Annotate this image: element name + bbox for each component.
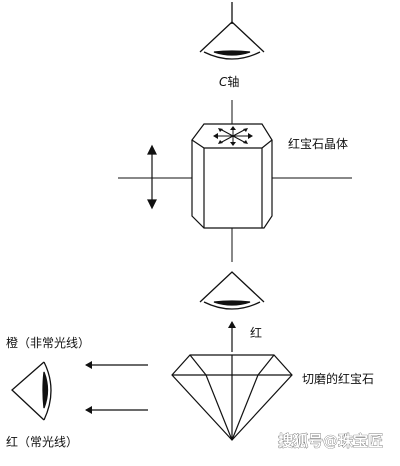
orange-extraordinary-label: 橙（非常光线） [6, 335, 90, 350]
red-label: 红 [250, 325, 262, 340]
ruby-crystal-label: 红宝石晶体 [288, 136, 348, 151]
ruby-crystal-prism [191, 123, 273, 229]
cut-ruby-label: 切磨的红宝石 [302, 371, 374, 386]
side-eye-icon [11, 361, 52, 421]
double-arrow-icon [147, 144, 157, 210]
cut-ruby-gem [171, 354, 293, 441]
middle-eye-icon [199, 271, 265, 310]
top-eye-icon [199, 2, 265, 60]
c-axis-label: C轴 [219, 74, 239, 89]
watermark-text: 搜狐号@珠宝匠 [278, 432, 383, 450]
red-ordinary-label: 红（常光线） [6, 434, 78, 449]
